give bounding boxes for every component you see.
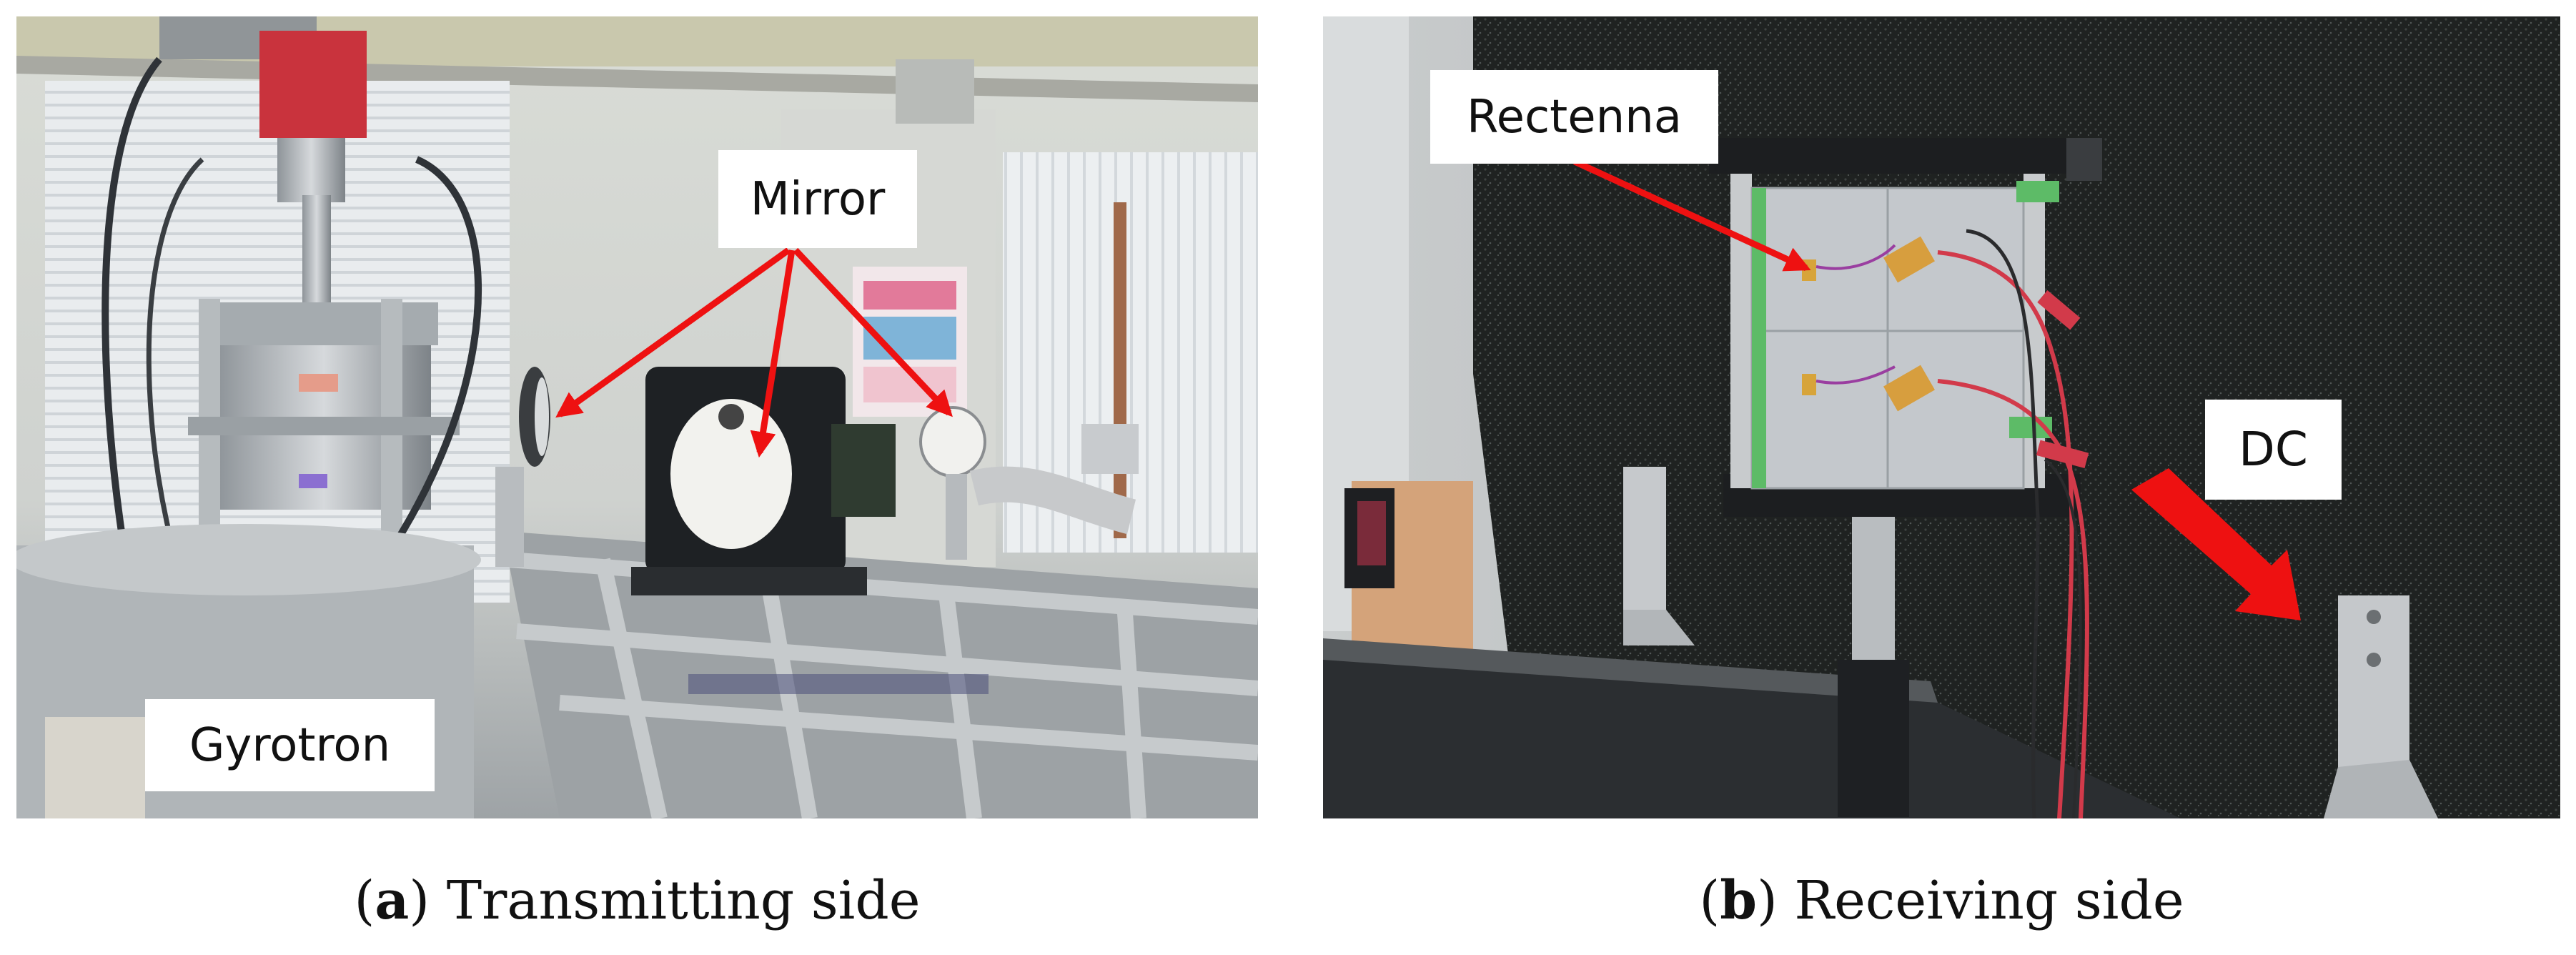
caption-receiving-side: (b) Receiving side	[1323, 865, 2560, 936]
gyrotron-top-box	[259, 31, 367, 138]
caption-a-open: (	[354, 870, 375, 931]
gyrotron-label: Gyrotron	[145, 699, 435, 791]
mirror-label: Mirror	[718, 150, 917, 248]
rectenna-element-top	[1802, 259, 1816, 281]
rectenna-label: Rectenna	[1430, 70, 1718, 164]
dc-label: DC	[2205, 400, 2342, 500]
receiving-side-photo: Rectenna DC	[1323, 16, 2560, 818]
rectenna-element-bottom	[1802, 374, 1816, 395]
transmitting-side-photo: Mirror Gyrotron	[16, 16, 1258, 818]
transmitting-scene	[16, 16, 1258, 818]
caption-b-close: )	[1756, 870, 1778, 931]
caption-b-letter: b	[1720, 870, 1757, 931]
caption-transmitting-side: (a) Transmitting side	[16, 865, 1258, 936]
caption-a-text: Transmitting side	[430, 870, 921, 931]
caption-b-open: (	[1699, 870, 1720, 931]
optical-rail	[1323, 653, 2181, 818]
mirror-right	[919, 406, 986, 478]
caption-a-letter: a	[375, 870, 410, 931]
caption-a-close: )	[409, 870, 430, 931]
caption-b-text: Receiving side	[1777, 870, 2184, 931]
